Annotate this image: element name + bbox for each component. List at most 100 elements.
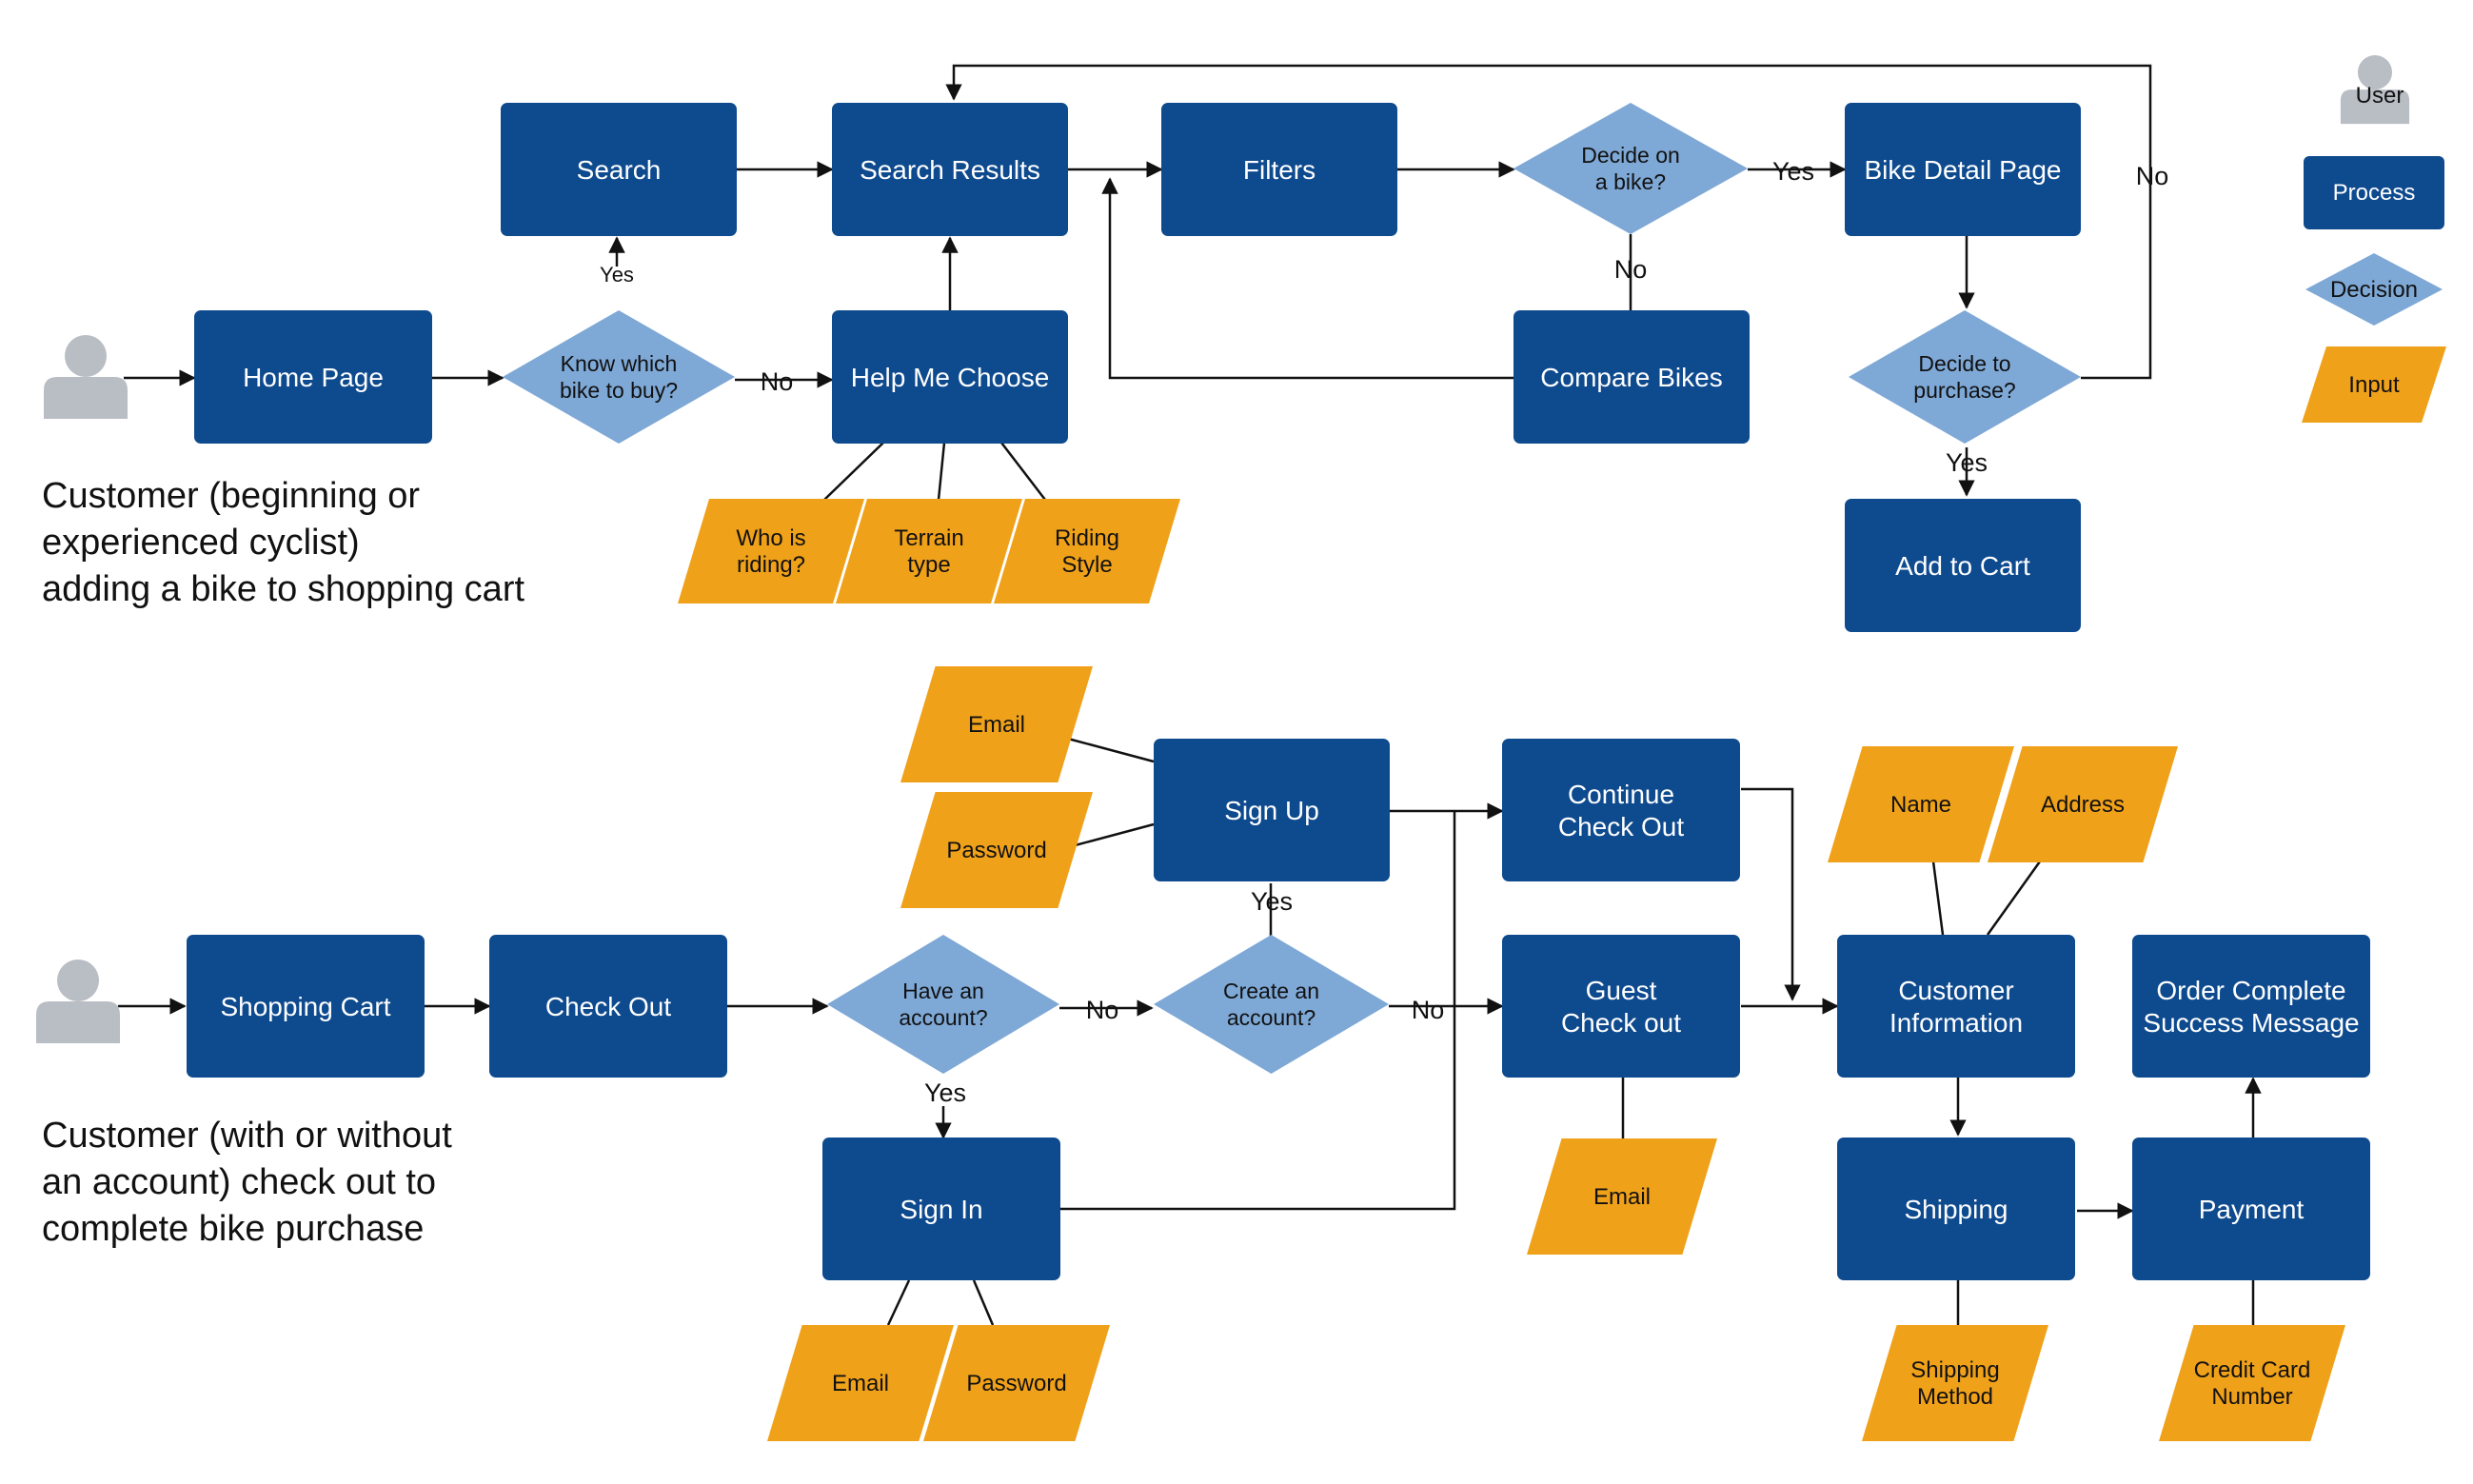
- search-results-label-line-1: Search Results: [860, 155, 1040, 185]
- create-account-shape: [1154, 935, 1389, 1074]
- have-account-label-line-1: Have an: [902, 979, 984, 1003]
- guest-email-shape: [1527, 1138, 1717, 1255]
- home-page-process: Home Page: [194, 310, 432, 444]
- address-label-line-1: Address: [2041, 792, 2125, 818]
- legend-user-icon: [2340, 55, 2410, 125]
- link-help-terrain: [937, 442, 946, 501]
- riding-style-label-line-2: Style: [1061, 552, 1112, 578]
- shipping-method-label-line-2: Method: [1917, 1384, 1993, 1410]
- check-out-process: Check Out: [489, 935, 727, 1078]
- search-results-process: Search Results: [832, 103, 1068, 236]
- link-password-signup: [1067, 822, 1155, 849]
- signup-email-label-line-1: Email: [968, 712, 1025, 738]
- name-shape: [1828, 746, 2014, 862]
- decide-purchase-shape: [1849, 310, 2081, 444]
- guest-email-input: Email: [1527, 1138, 1717, 1255]
- know-which-label-line-1: Know which: [561, 351, 678, 376]
- bike-detail-label-line-1: Bike Detail Page: [1864, 155, 2061, 185]
- users: [36, 335, 128, 1043]
- edge-continue-info: [1741, 787, 1801, 1001]
- signin-password-input: Password: [923, 1325, 1110, 1441]
- sign-up-label-line-1: Sign Up: [1224, 796, 1319, 825]
- signup-password-input: Password: [900, 792, 1093, 908]
- caption-top-line-2: experienced cyclist): [42, 523, 360, 563]
- user-head-shape: [65, 335, 107, 377]
- caption-bottom-line-1: Customer (with or without: [42, 1116, 452, 1156]
- add-to-cart-label-line-1: Add to Cart: [1895, 551, 2030, 581]
- shopping-cart-label-line-1: Shopping Cart: [220, 992, 390, 1021]
- shipping-method-shape: [1862, 1325, 2048, 1441]
- legend-user-label: User: [2356, 83, 2404, 109]
- know-which-shape: [503, 310, 735, 444]
- edge-label-yes-know-search: Yes: [600, 263, 634, 287]
- riding-style-label-line-1: Riding: [1055, 525, 1119, 551]
- edge-purchase-no-loop: [945, 64, 2152, 380]
- customer-info-label-line-2: Information: [1889, 1008, 2023, 1038]
- legend-process-label: Process: [2333, 180, 2416, 206]
- home-page-label-line-1: Home Page: [243, 363, 384, 392]
- filters-shape: [1161, 103, 1397, 236]
- legend: User Process Decision Input: [2302, 55, 2446, 423]
- caption-bottom-line-2: an account) check out to: [42, 1162, 436, 1202]
- link-info-address: [1986, 861, 2042, 936]
- create-account-label-line-2: account?: [1227, 1005, 1316, 1030]
- signin-email-input: Email: [767, 1325, 954, 1441]
- compare-bikes-label-line-1: Compare Bikes: [1540, 363, 1722, 392]
- help-me-choose-process: Help Me Choose: [832, 310, 1068, 444]
- search-process: Search: [501, 103, 737, 236]
- who-riding-label-line-1: Who is: [736, 525, 805, 551]
- terrain-type-shape: [836, 499, 1022, 603]
- edge-signin-continue: [1060, 811, 1456, 1211]
- address-shape: [1988, 746, 2178, 862]
- signin-email-shape: [767, 1325, 954, 1441]
- terrain-type-label-line-2: type: [907, 552, 950, 578]
- signup-password-label-line-1: Password: [946, 838, 1046, 863]
- sign-up-process: Sign Up: [1154, 739, 1390, 881]
- edge-label-yes-have-signin: Yes: [924, 1078, 966, 1107]
- legend-user: User: [2340, 55, 2410, 125]
- legend-input: Input: [2302, 346, 2446, 423]
- decide-purchase-label-line-1: Decide to: [1918, 351, 2010, 376]
- user-head-shape: [2357, 55, 2393, 90]
- link-help-who: [823, 442, 884, 501]
- edge-label-no-decide-compare: No: [1614, 255, 1648, 284]
- decide-purchase-label-line-2: purchase?: [1913, 378, 2015, 403]
- search-label-line-1: Search: [577, 155, 662, 185]
- search-shape: [501, 103, 737, 236]
- search-results-shape: [832, 103, 1068, 236]
- decide-bike-label-line-2: a bike?: [1595, 169, 1666, 194]
- add-to-cart-process: Add to Cart: [1845, 499, 2081, 632]
- link-help-style: [1000, 442, 1046, 501]
- shipping-method-label-line-1: Shipping: [1910, 1357, 1999, 1383]
- sign-in-process: Sign In: [822, 1138, 1060, 1280]
- order-complete-label-line-1: Order Complete: [2156, 976, 2345, 1005]
- payment-process: Payment: [2132, 1138, 2370, 1280]
- edge-label-yes-create-signup: Yes: [1251, 887, 1293, 916]
- compare-bikes-process: Compare Bikes: [1513, 310, 1750, 444]
- decide-bike-label-line-1: Decide on: [1581, 143, 1680, 168]
- name-input: Name: [1828, 746, 2014, 862]
- payment-label-line-1: Payment: [2199, 1195, 2305, 1224]
- decide-bike-decision: Decide ona bike?: [1513, 103, 1748, 234]
- shopping-cart-shape: [187, 935, 425, 1078]
- have-account-label-line-2: account?: [899, 1005, 987, 1030]
- legend-decision: Decision: [2305, 253, 2443, 326]
- link-info-name: [1931, 861, 1945, 936]
- edge-compare-results: [1101, 177, 1513, 380]
- order-complete-label-line-2: Success Message: [2143, 1008, 2359, 1038]
- edge-label-no-create-guest: No: [1412, 996, 1445, 1024]
- edge-label-no-know-help: No: [761, 367, 794, 396]
- signin-password-shape: [923, 1325, 1110, 1441]
- decide-bike-shape: [1513, 103, 1748, 234]
- sign-in-label-line-1: Sign In: [900, 1195, 982, 1224]
- check-out-label-line-1: Check Out: [545, 992, 671, 1021]
